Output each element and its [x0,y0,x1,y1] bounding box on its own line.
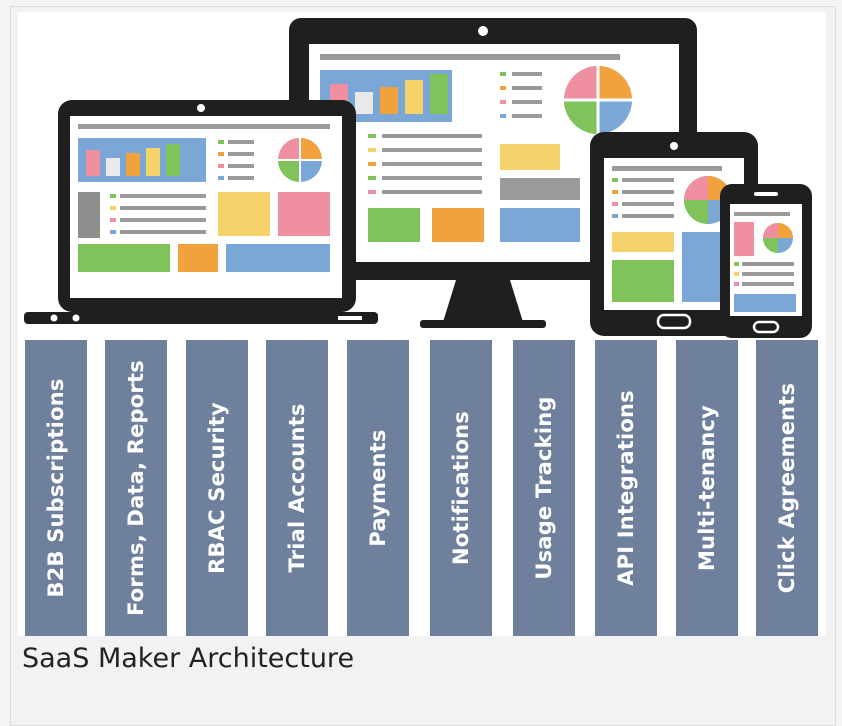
pillar-multi-tenancy: Multi-tenancy [676,340,738,636]
pillar-label: RBAC Security [205,402,229,574]
pillar-label: API Integrations [614,390,638,586]
pillar-trial-accounts: Trial Accounts [266,340,328,636]
phone-icon [720,184,812,338]
pillar-label: B2B Subscriptions [44,378,68,598]
pillar-label: Payments [366,429,390,547]
pillar-usage-tracking: Usage Tracking [513,340,575,636]
pillar-b2b-subscriptions: B2B Subscriptions [25,340,87,636]
tablet-icon [590,132,758,336]
pillar-notifications: Notifications [430,340,492,636]
pillar-rbac-security: RBAC Security [186,340,248,636]
figure-caption: SaaS Maker Architecture [22,643,355,674]
pillar-click-agreements: Click Agreements [756,340,818,636]
pillar-label: Click Agreements [775,382,799,594]
pillar-label: Forms, Data, Reports [124,360,148,616]
pillar-label: Multi-tenancy [695,404,719,572]
pillar-payments: Payments [347,340,409,636]
devices-illustration [24,18,812,338]
pillar-api-integrations: API Integrations [595,340,657,636]
pillar-label: Trial Accounts [285,403,309,573]
pillar-forms-data-reports: Forms, Data, Reports [105,340,167,636]
pillar-label: Usage Tracking [532,396,556,580]
laptop-icon [24,100,378,324]
pillar-label: Notifications [449,411,473,565]
